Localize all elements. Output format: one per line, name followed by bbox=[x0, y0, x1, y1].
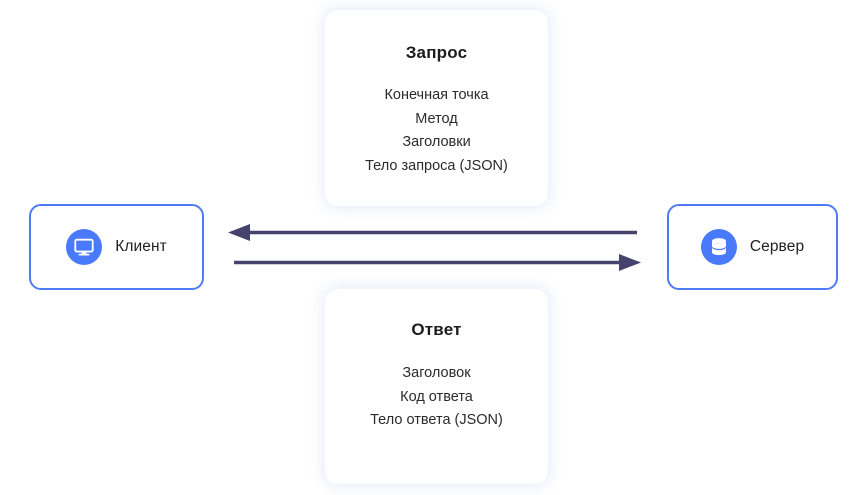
node-server[interactable]: Сервер bbox=[667, 204, 838, 290]
card-response-item: Код ответа bbox=[400, 388, 473, 405]
database-icon bbox=[700, 229, 737, 265]
monitor-icon bbox=[66, 229, 103, 265]
card-response-item: Заголовок bbox=[402, 365, 471, 381]
card-request-item: Конечная точка bbox=[384, 87, 489, 103]
node-client-label: Клиент bbox=[115, 238, 167, 255]
node-client[interactable]: Клиент bbox=[29, 204, 204, 290]
card-request-list: Конечная точка Метод Заголовки Тело запр… bbox=[365, 84, 508, 178]
card-response: Ответ Заголовок Код ответа Тело ответа (… bbox=[325, 289, 548, 484]
node-server-label: Сервер bbox=[749, 238, 805, 255]
card-request-item: Тело запроса (JSON) bbox=[365, 157, 508, 174]
arrow-response-server-to-client bbox=[228, 224, 637, 241]
card-response-item: Тело ответа (JSON) bbox=[370, 412, 503, 428]
card-request: Запрос Конечная точка Метод Заголовки Те… bbox=[325, 10, 548, 206]
card-request-item: Метод bbox=[415, 110, 458, 127]
card-request-item: Заголовки bbox=[402, 134, 471, 150]
card-response-list: Заголовок Код ответа Тело ответа (JSON) bbox=[370, 362, 503, 433]
card-response-title: Ответ bbox=[411, 320, 462, 339]
card-request-title: Запрос bbox=[405, 43, 468, 62]
arrow-request-client-to-server bbox=[234, 254, 641, 271]
